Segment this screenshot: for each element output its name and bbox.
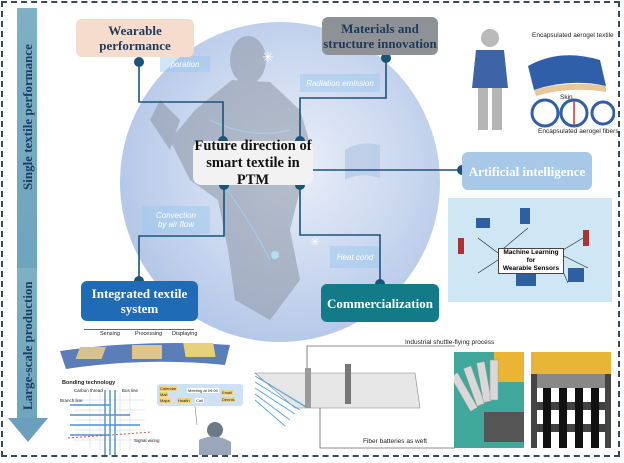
textile-sheet <box>60 343 230 369</box>
materials-line2: structure innovation <box>323 36 437 51</box>
materials-line1: Materials and <box>341 21 419 36</box>
bonding-technology-diagram: Bonding technology Carbon thread Bus lin… <box>60 380 160 458</box>
ar-item: Health <box>177 398 191 403</box>
connector-node <box>295 180 305 190</box>
person-figure <box>472 29 508 130</box>
stage-processing: Processing <box>135 331 163 337</box>
connector-materials <box>299 58 387 141</box>
ar-item: Meeting at 09:00 <box>187 388 219 393</box>
aerogel-textile-label: Encapsulated aerogel textile <box>532 32 614 39</box>
skin-label: Skin <box>560 94 573 101</box>
ml-title-line1: Machine Learning for <box>503 249 559 264</box>
skin-layer <box>534 83 606 96</box>
wearable-line2: performance <box>99 38 171 53</box>
aerogel-fibers-label: Encapsulated aerogel fibers <box>538 128 619 135</box>
stage-displaying: Displaying <box>172 331 198 337</box>
heat-tag: Heat cond <box>330 246 380 268</box>
aerogel-textile-sheet <box>528 55 606 90</box>
fiber-circle <box>530 98 560 128</box>
shuttle-machine-illustration <box>454 352 524 442</box>
bus-line-label: Bus line <box>122 388 139 393</box>
large-scale-band <box>17 268 37 428</box>
ar-item: Calendar <box>159 386 178 391</box>
center-line1: Future direction of <box>194 137 312 154</box>
heddle-frame <box>345 364 351 404</box>
textile-swatch <box>345 143 380 180</box>
aerogel-illustration <box>472 29 615 130</box>
wearable-line1: Wearable <box>108 23 162 38</box>
ar-item: Dennis <box>221 397 236 402</box>
connector-node <box>134 57 144 67</box>
connector-integrated <box>138 185 225 281</box>
ar-display-illustration: Calendar Mail Maps Health Meeting at 09:… <box>155 380 245 455</box>
stage-divider <box>84 329 194 330</box>
convection-line2: by air flow <box>157 220 194 229</box>
convection-line1: Convection <box>155 211 197 220</box>
evaporation-tag: poration <box>160 56 210 72</box>
ar-item: Maps <box>159 398 171 403</box>
loom-fabric-photo <box>531 352 611 448</box>
connector-node <box>219 180 229 190</box>
checkered-fabric-illustration <box>531 352 611 448</box>
ar-item: Email <box>221 390 234 395</box>
snowflake-icon: ✳ <box>262 51 274 66</box>
dashed-frame <box>1 1 620 457</box>
ml-wearable-panel: Machine Learning for Wearable Sensors <box>448 198 612 302</box>
reed-bar <box>305 368 311 408</box>
convection-tag: Convection by air flow <box>142 206 210 234</box>
human-silhouette <box>150 36 312 320</box>
carbon-thread-label: Carbon thread <box>74 388 103 393</box>
fiber-batteries-label: Fiber batteries as weft <box>363 438 427 445</box>
single-textile-band <box>17 8 37 268</box>
snowflake-icon: ✳ <box>310 235 320 249</box>
connector-wearable <box>138 62 224 141</box>
ar-item: Mail <box>159 392 169 397</box>
integrated-line2: system <box>120 301 159 316</box>
connector-node <box>381 53 391 63</box>
ml-title-box: Machine Learning for Wearable Sensors <box>498 248 564 274</box>
bonding-title: Bonding technology <box>62 380 116 386</box>
artificial-intelligence-box: Artificial intelligence <box>462 152 592 190</box>
aerogel-panel: Encapsulated aerogel textile Skin Encaps… <box>450 8 619 138</box>
stage-sensing: Sensing <box>100 331 120 337</box>
connector-commercialization <box>299 185 381 284</box>
loom-illustration <box>254 345 455 449</box>
shuttle-machine-photo <box>454 352 524 448</box>
person-with-glasses <box>194 405 231 455</box>
shuttle-flying-label: Industrial shuttle-flying process <box>405 339 495 346</box>
fiber-battery-weaving-diagram: Industrial shuttle-flying process Fiber … <box>245 338 494 453</box>
ar-item: Call <box>195 398 204 403</box>
commercialization-box: Commercialization <box>321 284 439 322</box>
integrated-line1: Integrated textile <box>91 286 188 301</box>
signal-wiring-label: Signal wiring <box>134 438 160 443</box>
ml-network-illustration <box>458 208 589 286</box>
down-arrow-icon <box>8 418 48 442</box>
fiber-circle <box>590 100 615 126</box>
branch-line-label: Branch line <box>60 398 83 403</box>
integrated-textile-illustration: Sensing Processing Displaying <box>60 325 235 370</box>
bonding-grid <box>67 390 153 455</box>
ml-title-line2: Wearable Sensors <box>502 265 560 272</box>
center-line2: smart textile in PTM <box>206 154 300 188</box>
radiation-tag: Radiation emission <box>300 74 380 92</box>
